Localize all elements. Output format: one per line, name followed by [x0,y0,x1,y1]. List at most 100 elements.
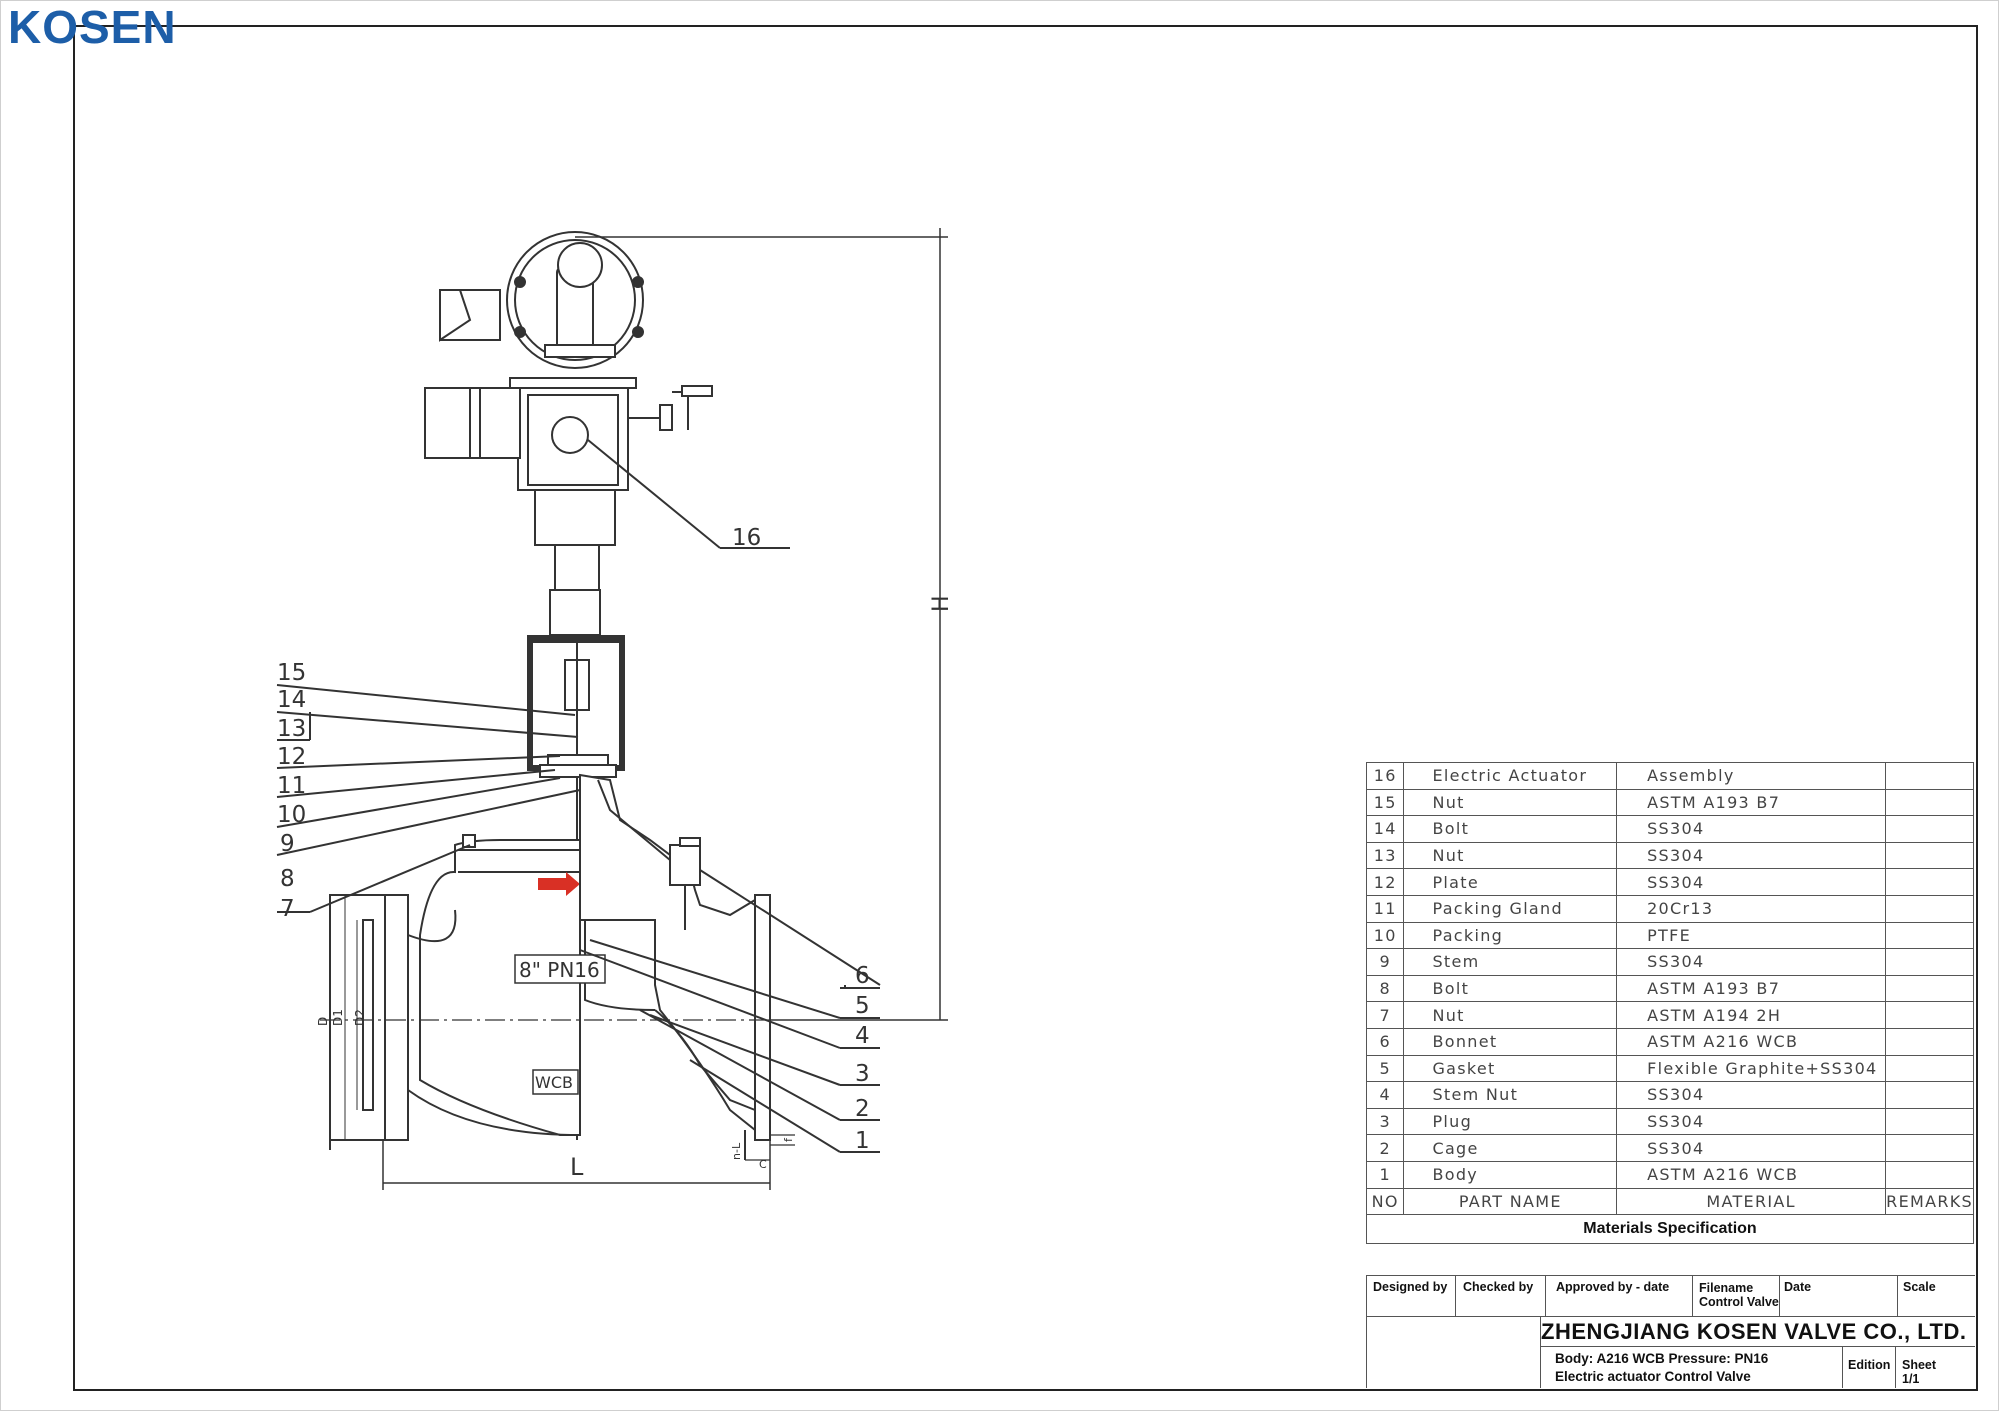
part-name: Bonnet [1403,1027,1618,1056]
part-material: SS304 [1616,868,1887,896]
part-material: SS304 [1616,815,1887,843]
part-name: Bolt [1403,815,1618,843]
part-remarks [1885,921,1974,950]
part-number: 14 [1365,815,1405,843]
part-remarks [1885,815,1974,843]
part-name: Stem Nut [1403,1081,1618,1109]
callout-13: 13 [277,716,306,742]
part-number: 8 [1365,974,1405,1003]
part-remarks [1885,1027,1974,1056]
part-name: Gasket [1403,1054,1618,1083]
part-remarks [1885,1134,1974,1162]
part-number: 11 [1365,894,1405,923]
callout-8: 8 [280,866,295,892]
part-remarks [1885,1081,1974,1109]
part-number: 7 [1365,1001,1405,1029]
part-material: ASTM A216 WCB [1616,1027,1887,1056]
part-remarks [1885,974,1974,1003]
header-remarks: REMARKS [1885,1187,1974,1216]
dim-H-label: H [929,595,954,612]
part-material: SS304 [1616,1134,1887,1162]
part-number: 2 [1365,1134,1405,1162]
designed-by-label: Designed by [1373,1280,1448,1294]
callout-7: 7 [280,896,295,922]
part-material: 20Cr13 [1616,894,1887,923]
callout-11: 11 [277,773,306,799]
filename-label: Filename [1699,1281,1754,1295]
scale-label: Scale [1903,1280,1936,1294]
part-remarks [1885,1107,1974,1136]
part-number: 6 [1365,1027,1405,1056]
inlet-flange [382,894,409,1141]
callout-12: 12 [277,744,306,770]
part-name: Nut [1403,1001,1618,1029]
part-remarks [1885,762,1974,790]
part-material: SS304 [1616,1081,1887,1109]
part-material: Flexible Graphite+SS304 [1616,1054,1887,1083]
part-name: Electric Actuator [1403,762,1618,790]
part-number: 3 [1365,1107,1405,1136]
part-number: 13 [1365,841,1405,870]
callout-3: 3 [855,1061,870,1087]
actuator-neck [534,489,616,546]
part-material: SS304 [1616,1107,1887,1136]
part-name: Packing Gland [1403,894,1618,923]
part-material: ASTM A194 2H [1616,1001,1887,1029]
part-name: Body [1403,1160,1618,1189]
materials-table-header: NO PART NAME MATERIAL REMARKS [1365,1187,1974,1216]
part-number: 16 [1365,762,1405,790]
callout-9: 9 [280,831,295,857]
drawing-desc-line2: Electric actuator Control Valve [1555,1369,1751,1384]
dim-f-label: f [782,1137,795,1142]
gearbox [517,384,629,491]
title-block: Designed by Checked by Approved by - dat… [1366,1275,1975,1388]
dim-D1-label: D1 [331,1009,345,1026]
header-part-name: PART NAME [1403,1187,1618,1216]
part-number: 4 [1365,1081,1405,1109]
dim-D2-label: D2 [353,1009,367,1026]
part-number: 5 [1365,1054,1405,1083]
date-label: Date [1784,1280,1812,1294]
callout-10: 10 [277,802,306,828]
part-number: 10 [1365,921,1405,950]
part-material: Assembly [1616,762,1887,790]
header-material: MATERIAL [1616,1187,1887,1216]
approved-by-label: Approved by - date [1556,1280,1670,1294]
part-number: 9 [1365,948,1405,976]
filename-value: Control Valve [1699,1295,1779,1309]
part-name: Cage [1403,1134,1618,1162]
part-name: Packing [1403,921,1618,950]
checked-by-label: Checked by [1463,1280,1534,1294]
materials-caption: Materials Specification [1366,1214,1974,1245]
part-name: Nut [1403,788,1618,817]
valve-body-outline [419,839,581,1136]
drawing-desc-line1: Body: A216 WCB Pressure: PN16 [1555,1351,1769,1366]
material-mark: WCB [535,1073,573,1092]
flow-arrow [538,872,580,896]
dim-nL-label: n-L [730,1142,743,1160]
part-number: 12 [1365,868,1405,896]
dim-L-label: L [570,1153,584,1181]
part-number: 15 [1365,788,1405,817]
header-no: NO [1365,1187,1405,1216]
edition-label: Edition [1848,1358,1891,1372]
callout-4: 4 [855,1023,870,1049]
part-remarks [1885,1054,1974,1083]
part-remarks [1885,1001,1974,1029]
part-name: Bolt [1403,974,1618,1003]
sheet-label: Sheet [1902,1358,1937,1372]
